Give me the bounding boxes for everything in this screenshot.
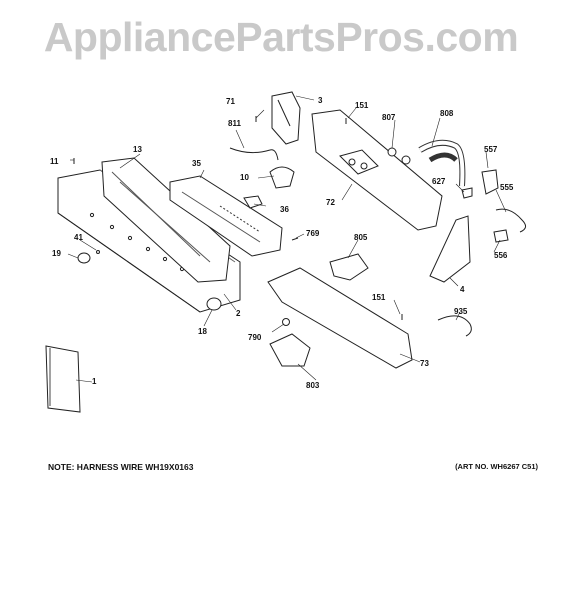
callout-10: 10 [240,173,249,182]
seal-807-b [401,155,411,165]
callout-73: 73 [420,359,429,368]
callout-labels: 71 3 151 807 808 811 557 13 11 35 10 36 … [50,96,514,390]
part-10 [269,166,295,189]
callout-803: 803 [306,381,320,390]
callout-555: 555 [500,183,514,192]
callout-3: 3 [318,96,323,105]
callout-811: 811 [228,119,241,128]
callout-18: 18 [198,327,207,336]
callout-11: 11 [50,157,59,166]
callout-13: 13 [133,145,142,154]
top-bracket [271,91,301,145]
part-41 [96,250,100,254]
seal-807-a [387,147,397,157]
part-805 [329,253,369,281]
wire-811 [229,147,279,161]
callout-2: 2 [236,309,241,318]
leader-lines [67,95,507,383]
callout-556: 556 [494,251,508,260]
callout-805: 805 [354,233,368,242]
backsplash-plate [311,109,443,231]
callout-36: 36 [280,205,289,214]
part-556 [493,229,509,243]
part-803 [269,333,311,367]
art-number: (ART NO. WH6267 C51) [455,462,538,471]
callout-935: 935 [454,307,468,316]
wire-555 [495,208,526,233]
callout-35: 35 [192,159,201,168]
part-18 [206,297,222,311]
callout-41: 41 [74,233,83,242]
control-board [169,175,283,257]
callout-1: 1 [92,377,97,386]
watermark: AppliancePartsPros.com [43,14,519,60]
callout-808: 808 [440,109,454,118]
part-790 [282,318,290,326]
callout-71: 71 [226,97,235,106]
callout-4: 4 [460,285,465,294]
callout-790: 790 [248,333,262,342]
part-557 [481,169,499,195]
callout-151-top: 151 [355,101,369,110]
callout-627: 627 [432,177,446,186]
callout-72: 72 [326,198,335,207]
callout-769: 769 [306,229,320,238]
callout-19: 19 [52,249,61,258]
part-36 [243,195,263,209]
manual-1 [45,345,81,413]
screw-769 [291,237,299,241]
knob-19 [77,252,91,264]
side-bracket [429,215,471,283]
harness-note: NOTE: HARNESS WIRE WH19X0163 [48,462,194,472]
hoses-808 [418,139,466,187]
callout-557: 557 [484,145,498,154]
callout-807: 807 [382,113,396,122]
lower-panel [267,267,413,369]
wire-935 [437,315,472,337]
part-627 [461,187,473,199]
callout-151-lower: 151 [372,293,386,302]
